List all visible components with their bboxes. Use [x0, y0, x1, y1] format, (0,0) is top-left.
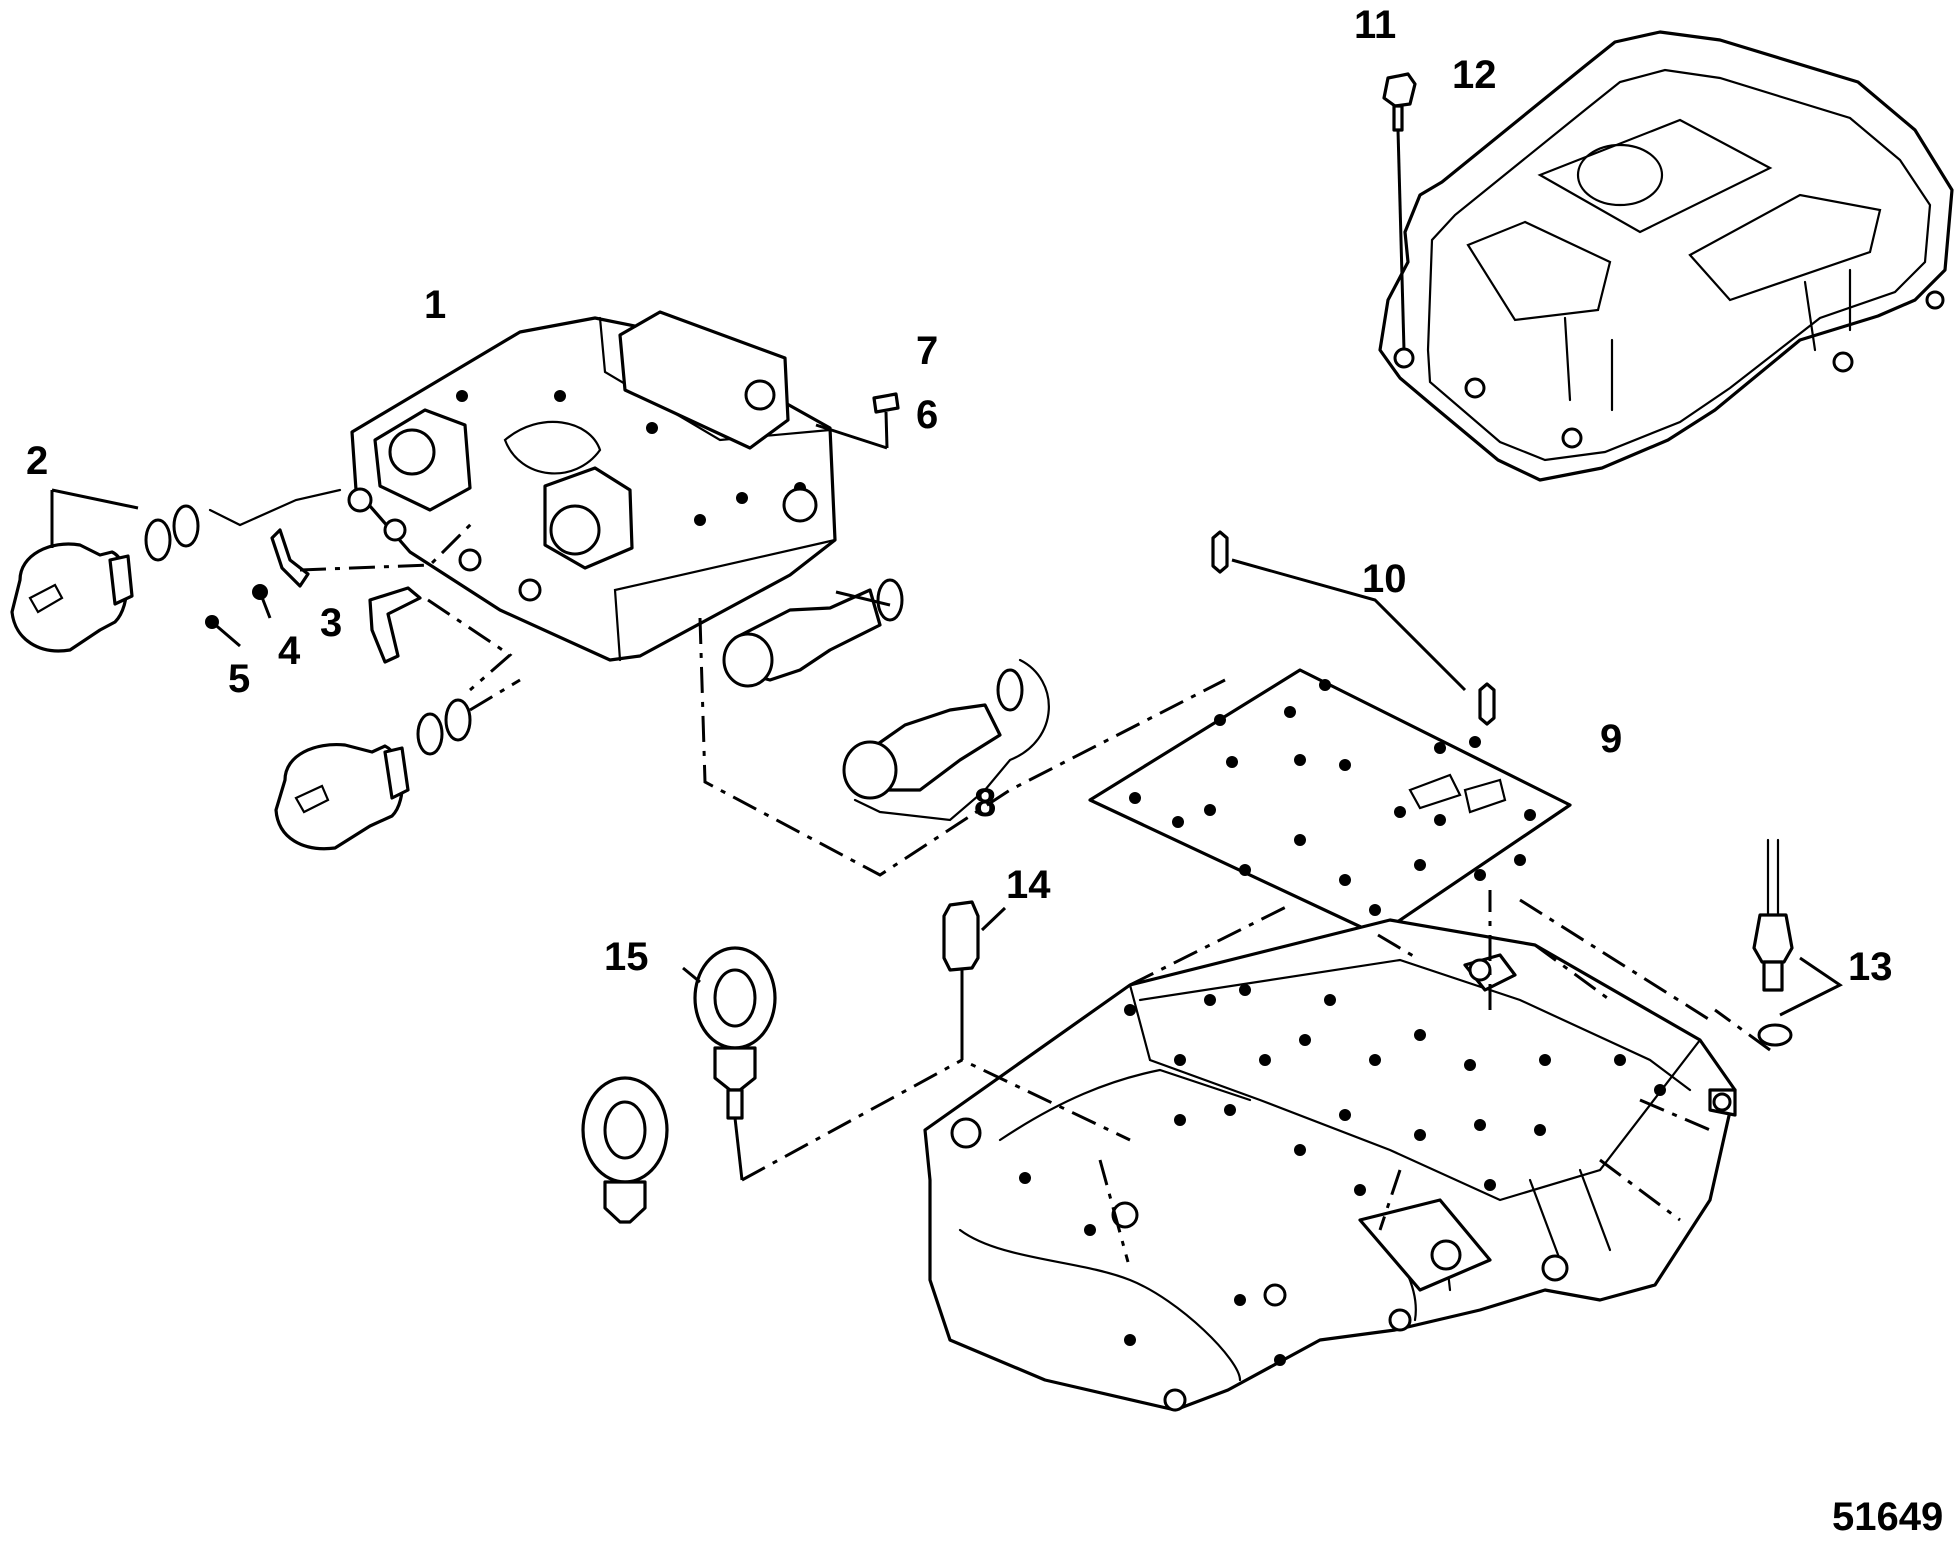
- callout-3: 3: [320, 601, 342, 645]
- callout-2: 2: [26, 439, 48, 483]
- callout-5: 5: [228, 657, 250, 701]
- callout-1: 1: [424, 283, 446, 327]
- callout-4: 4: [278, 629, 301, 673]
- retainer-hardware: [205, 518, 513, 692]
- cover-bolt: [1382, 72, 1417, 351]
- callout-13: 13: [1848, 945, 1893, 989]
- lifting-eyes: [581, 946, 963, 1224]
- temperature-sensor: [1714, 838, 1843, 1052]
- callout-8: 8: [974, 781, 996, 825]
- solenoid-lower: [274, 678, 521, 851]
- separator-plate: [1088, 668, 1572, 937]
- callout-labels: 1 2 3 4 5 6 7 8 9 10 11 12 13 14 15 5164…: [26, 3, 1943, 1539]
- callout-11: 11: [1354, 3, 1396, 47]
- valve-cover: [1378, 30, 1954, 482]
- callout-14: 14: [1006, 863, 1051, 907]
- shift-valves: [698, 578, 1226, 877]
- solenoid-upper: [10, 488, 342, 653]
- valve-body-screw: [815, 392, 900, 450]
- callout-6: 6: [916, 393, 938, 437]
- dowel-pins: [1211, 530, 1496, 726]
- figure-number: 51649: [1832, 1495, 1943, 1539]
- transmission-case: [923, 890, 1737, 1412]
- callout-10: 10: [1362, 557, 1407, 601]
- valve-body: [347, 310, 837, 662]
- callout-12: 12: [1452, 53, 1497, 97]
- callout-15: 15: [604, 935, 649, 979]
- callout-7: 7: [916, 329, 938, 373]
- callout-9: 9: [1600, 717, 1622, 761]
